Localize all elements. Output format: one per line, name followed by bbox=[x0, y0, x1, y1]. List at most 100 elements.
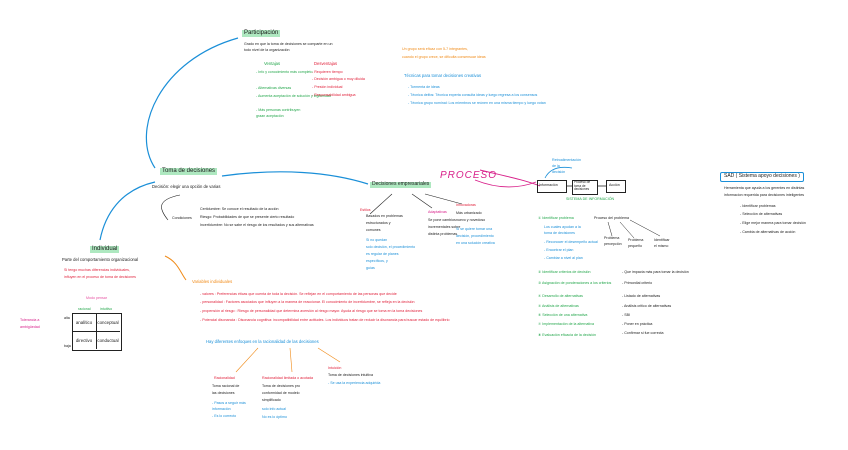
flow-step: - Encontrar el plan bbox=[544, 248, 574, 252]
innovadoras-title: Innovadoras bbox=[456, 203, 476, 207]
leaf-pequeno: pequeño bbox=[628, 244, 642, 248]
tolerancia-label-2: ambigüedad bbox=[20, 325, 40, 329]
variables-title: Variables individuales bbox=[192, 279, 233, 284]
tecnicas-item: - Tormenta de ideas bbox=[408, 85, 440, 89]
tecnicas-item: - Técnica delfos: Técnica experta consul… bbox=[408, 93, 538, 97]
connector-decisiones bbox=[221, 171, 369, 185]
connector-sistema bbox=[479, 169, 541, 187]
modo-pensar-label: Modo pensar bbox=[86, 296, 107, 300]
variables-item: - valores : Preferencias éticas que cuen… bbox=[200, 292, 397, 296]
sad-item: - Elige mejor manera para tomar decisión bbox=[740, 221, 806, 225]
connector-adaptativa bbox=[411, 193, 433, 209]
participacion-def-line1: Grado en que la toma de decisiones se co… bbox=[244, 42, 333, 46]
racionalidad-item: Toma racional de bbox=[212, 384, 240, 388]
racionalidad-item: las decisiones bbox=[212, 391, 235, 395]
tolerancia-label-1: Tolerancia a bbox=[20, 318, 40, 322]
intuicion-title: Intuición bbox=[328, 366, 342, 370]
estilos-item: es regular de planes bbox=[366, 252, 399, 256]
ventajas-item: - Alternativas diversas bbox=[256, 86, 292, 90]
connector-estilos bbox=[369, 193, 393, 215]
sad-def-1: Herramienta que ayuda a los gerentes en … bbox=[724, 186, 805, 190]
feedback-label-2: de la bbox=[552, 164, 560, 168]
connector-proceso bbox=[474, 179, 537, 188]
sad-item: - Cambia de alternativas de acción bbox=[740, 230, 796, 234]
innovadoras-item: Si se quiere tomar una bbox=[456, 227, 493, 231]
tecnicas-title: Técnicas para tomar decisiones creativas bbox=[404, 73, 482, 78]
sad-def-2: informacion requerida para decisiones in… bbox=[724, 193, 805, 197]
flow-step: ② Identificar criterios de decisión bbox=[538, 270, 591, 274]
flow-node-informacion bbox=[537, 180, 567, 193]
estilos-title: Estilos bbox=[360, 208, 371, 212]
individual-title: Individual bbox=[90, 246, 120, 253]
limits-text: Hay diferentes enfoques en la racionalid… bbox=[206, 339, 319, 344]
participacion-title: Participación bbox=[242, 30, 281, 37]
estilos-item: guías bbox=[366, 266, 375, 270]
innovadoras-item: nuevo y novedoso bbox=[456, 218, 486, 222]
limitada-item: Toma de decisiones pro bbox=[262, 384, 300, 388]
connector-individual bbox=[99, 181, 156, 241]
limitada-item: conformidad de modelo bbox=[262, 391, 300, 395]
grid-conceptual: conceptual bbox=[97, 320, 119, 325]
connector-variables bbox=[164, 255, 187, 281]
variables-item: - Potencial disonancia : Disonancia cogn… bbox=[200, 318, 450, 322]
flow-note: - Que impacta más para tomar la decisión bbox=[622, 270, 689, 274]
flow-step: Los cuales ayudan a la bbox=[544, 225, 581, 229]
desventajas-title: Desventajas bbox=[314, 61, 338, 66]
estilos-item: Si no quedan bbox=[366, 238, 388, 242]
certidumbre-text: Certidumbre: Se conoce el resultado de l… bbox=[200, 207, 279, 211]
ventajas-item: - Aumenta aceptación de solución y legit… bbox=[256, 94, 331, 98]
adaptativa-item: distinta problemas bbox=[428, 232, 458, 236]
groupthink-line1: Un grupo será eficaz con 5-7 integrantes… bbox=[402, 47, 468, 51]
flow-node-proceso bbox=[572, 180, 598, 195]
ventajas-item: graan aceptación bbox=[256, 114, 284, 118]
flow-note: - Confirmar si fue correcta bbox=[622, 331, 664, 335]
alta-label: alta bbox=[64, 316, 70, 320]
sistema-label: SISTEMA DE INFORMACIÓN bbox=[566, 197, 615, 201]
individual-note1: Si tengo muchas diferencias individuales… bbox=[64, 268, 130, 272]
decision-def: Decisión: elegir una opción de varias bbox=[152, 184, 221, 189]
connector-identificar bbox=[629, 219, 661, 237]
desventajas-item: - Presión individual bbox=[312, 85, 343, 89]
intuicion-item: - Se usa la experiencia adquirida bbox=[328, 381, 381, 385]
sad-item: - Identificar problemas bbox=[740, 204, 776, 208]
connector-participacion bbox=[145, 37, 239, 169]
racionalidad-item: información bbox=[212, 407, 231, 411]
incertidumbre-text: Incertidumbre: No se sabe el riesgo de l… bbox=[200, 223, 314, 227]
flow-node-accion-label: Acción bbox=[609, 183, 620, 187]
leaf-mismo: el mismo bbox=[654, 244, 669, 248]
toma-decisiones-title: Toma de decisiones bbox=[160, 168, 218, 175]
connector-innovadora bbox=[424, 193, 463, 205]
grid-conductual: conductual bbox=[97, 338, 119, 343]
flow-node-accion bbox=[606, 180, 626, 193]
flow-note: - Poner en práctica bbox=[622, 322, 653, 326]
innovadoras-item: decisión, procedimiento bbox=[456, 234, 494, 238]
connector-limitada bbox=[289, 347, 293, 373]
ventajas-item: - Más personas contribuyen bbox=[256, 108, 301, 112]
grid-directivo: directivo bbox=[75, 338, 93, 343]
sad-title: SAD ( Sistema apoyo decisiones ) bbox=[720, 172, 804, 182]
racionalidad-title: Racionalidad bbox=[214, 376, 235, 380]
connector-problema bbox=[607, 221, 613, 237]
decisiones-title: Decisiones empresariales bbox=[370, 181, 432, 188]
estilos-item: específicos, y bbox=[366, 259, 388, 263]
desventajas-item: - Requieren tiempo bbox=[312, 70, 343, 74]
connector-pequeno bbox=[619, 221, 635, 239]
intuitivo-label: intuitivo bbox=[100, 307, 113, 311]
innovadoras-item: en una solución creativa bbox=[456, 241, 495, 245]
baja-label: baja bbox=[64, 344, 71, 348]
participacion-def-line2: todo nivel de la organización bbox=[244, 48, 290, 52]
variables-item: - personalidad : Factores asociados que … bbox=[200, 300, 415, 304]
grid-analitico: analítico bbox=[75, 320, 93, 325]
styles-grid-hdivider bbox=[72, 331, 120, 332]
riesgo-text: Riesgo: Probabilidades de que se present… bbox=[200, 215, 295, 219]
racionalidad-item: - Es lo correcto bbox=[212, 414, 237, 418]
ventajas-item: - Info y conocimiento más completo bbox=[256, 70, 313, 74]
individual-note2: influyen en el proceso de toma de decisi… bbox=[64, 275, 136, 279]
flow-step: ⑥ Selección de una alternativa bbox=[538, 313, 588, 317]
flow-step: ⑧ Evaluación eficacia de la decisión bbox=[538, 333, 596, 337]
flow-step: - Reconocer el desempeño actual bbox=[544, 240, 598, 244]
flow-step: ① Identificar problema bbox=[538, 216, 574, 220]
adaptativa-item: Se pone cambios bbox=[428, 218, 456, 222]
groupthink-line2: cuando el grupo crece, se dificulta cons… bbox=[402, 55, 486, 59]
